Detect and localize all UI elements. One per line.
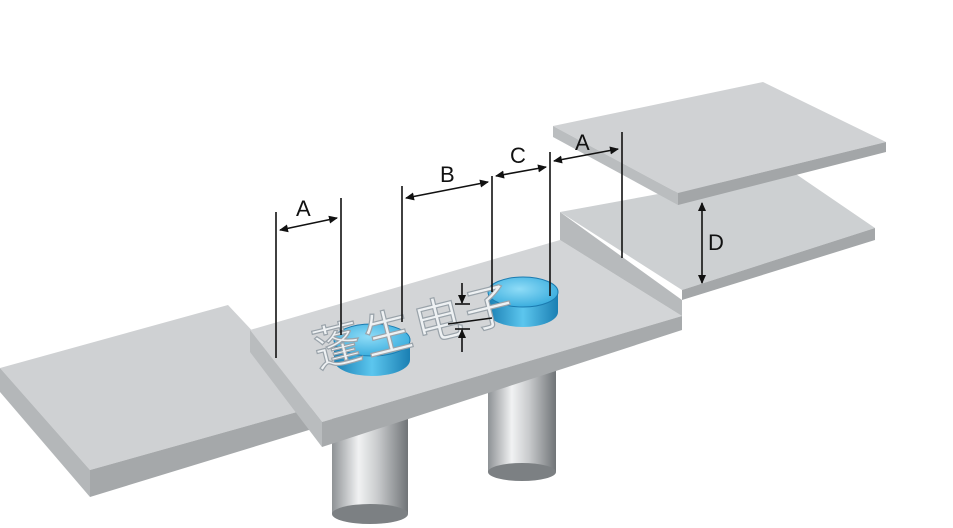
label-b: B — [440, 162, 455, 187]
label-right-a: A — [575, 130, 590, 155]
post-right — [488, 368, 556, 481]
dim-arrow-c — [495, 164, 547, 179]
pad-left — [333, 323, 411, 376]
extension-lines — [275, 132, 623, 358]
label-left-a: A — [296, 196, 311, 221]
dim-arrow-left-a — [279, 215, 338, 233]
dimension-arrows — [279, 146, 706, 352]
label-c: C — [510, 143, 526, 168]
dim-arrow-right-a — [553, 146, 619, 164]
pad-right — [487, 276, 559, 327]
dim-arrow-b — [405, 179, 489, 201]
center-substrate — [250, 240, 682, 447]
right-upper-lead — [553, 82, 886, 205]
left-lead — [0, 305, 322, 497]
label-d: D — [708, 230, 724, 255]
right-lower-lead — [560, 170, 875, 316]
